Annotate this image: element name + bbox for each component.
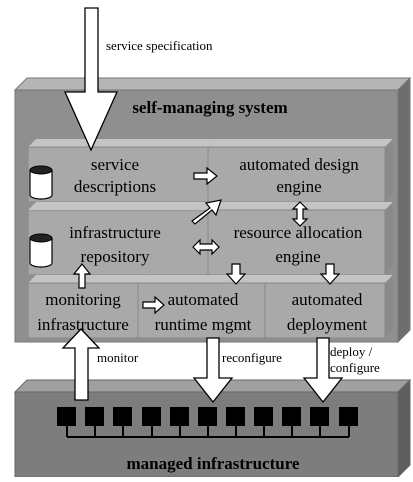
panel-infra-repository — [27, 202, 216, 276]
network-bus — [66, 425, 350, 438]
arrow-up-icon — [72, 263, 92, 289]
arrow-updown-icon — [291, 201, 309, 227]
deploy-label-1: deploy / — [330, 344, 373, 359]
arrow-right-icon — [142, 295, 165, 315]
deployment-label-1: automated — [292, 290, 363, 309]
deploy-arrow — [302, 337, 344, 404]
panel-service-descriptions — [27, 139, 216, 203]
panel-deployment — [264, 275, 393, 339]
arrow-down-icon — [319, 263, 341, 285]
runtime-label-1: automated — [168, 290, 239, 309]
node — [226, 407, 245, 426]
design-engine-label-1: automated design — [239, 155, 359, 174]
system-title: self-managing system — [132, 98, 287, 117]
node — [142, 407, 161, 426]
design-engine-label-2: engine — [276, 177, 321, 196]
monitoring-label-1: monitoring — [45, 290, 121, 309]
node — [170, 407, 189, 426]
infra-repository-label-2: repository — [81, 247, 150, 266]
node — [113, 407, 132, 426]
node — [198, 407, 217, 426]
infra-repository-label-1: infrastructure — [69, 223, 161, 242]
node — [339, 407, 358, 426]
arrow-diagonal-icon — [191, 199, 222, 225]
panel-runtime — [137, 275, 273, 339]
managed-infrastructure-box — [13, 378, 412, 479]
node — [254, 407, 273, 426]
arrow-right-icon — [193, 166, 218, 186]
infrastructure-title: managed infrastructure — [127, 454, 300, 473]
node — [310, 407, 329, 426]
service-descriptions-label-2: descriptions — [74, 177, 156, 196]
arrow-down-icon — [225, 263, 247, 285]
reconfigure-arrow — [192, 337, 234, 404]
database-cylinder-icon — [29, 233, 53, 268]
reconfigure-label: reconfigure — [222, 350, 282, 365]
node — [282, 407, 301, 426]
runtime-label-2: runtime mgmt — [155, 315, 252, 334]
panel-monitoring — [27, 275, 146, 339]
monitoring-label-2: infrastructure — [37, 315, 129, 334]
service-specification-label: service specification — [106, 38, 213, 53]
panel-design-engine — [207, 139, 393, 203]
node — [57, 407, 76, 426]
arrow-leftright-icon — [192, 238, 220, 256]
monitor-arrow — [61, 328, 101, 401]
service-specification-arrow — [63, 7, 119, 152]
service-descriptions-label-1: service — [91, 155, 139, 174]
database-cylinder-icon — [29, 165, 53, 200]
node — [85, 407, 104, 426]
deploy-label-2: configure — [330, 360, 380, 375]
monitor-label: monitor — [97, 350, 139, 365]
resource-engine-label-2: engine — [275, 247, 320, 266]
infrastructure-nodes — [57, 407, 358, 426]
resource-engine-label-1: resource allocation — [234, 223, 363, 242]
deployment-label-2: deployment — [287, 315, 368, 334]
